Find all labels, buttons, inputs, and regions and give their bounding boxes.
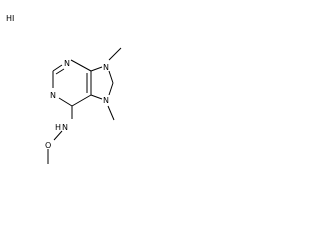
bonds	[47, 47, 122, 164]
atom-n-amino: N	[62, 123, 68, 132]
chemical-structure: HI N N N N H N O	[6, 14, 122, 164]
bond-n9-methyl	[108, 47, 122, 61]
bond-namino-o	[53, 130, 63, 141]
bond-c8-n7	[108, 82, 114, 96]
bond-c4-n9	[90, 66, 103, 72]
bond-c2-n3	[52, 64, 63, 72]
atom-n9: N	[103, 63, 109, 72]
counterion-label: HI	[6, 14, 14, 23]
atom-labels: N N N N H N O	[45, 59, 109, 150]
bond-c2-n3-double	[55, 68, 65, 75]
atom-n1: N	[50, 91, 56, 100]
atom-n3: N	[64, 59, 70, 68]
bond-n3-c4	[70, 59, 92, 72]
atom-o: O	[45, 141, 51, 150]
bond-c5-c6	[71, 94, 92, 107]
bond-n7-methyl	[107, 105, 115, 121]
bond-n9-c8	[108, 70, 114, 84]
bond-n1-c6	[58, 97, 73, 107]
bond-c5-n7	[90, 94, 103, 100]
atom-n7: N	[103, 96, 109, 105]
atom-h-amino: H	[55, 123, 61, 132]
